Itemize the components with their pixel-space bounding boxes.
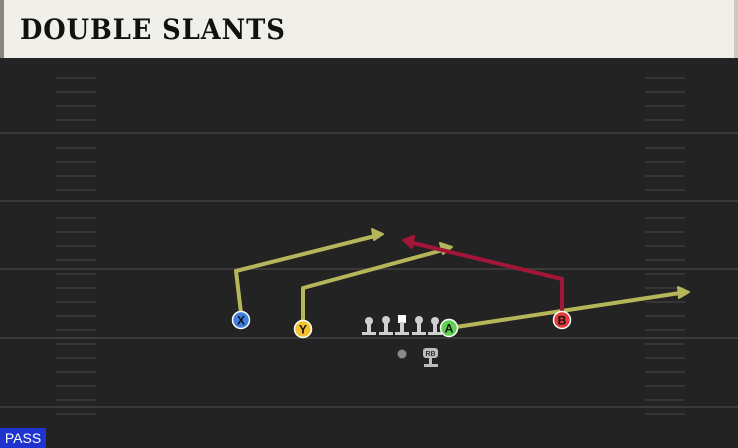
route-a-flat: [455, 291, 681, 329]
offensive-line: [362, 315, 442, 335]
header-banner: [0, 0, 738, 58]
receiver-a[interactable]: A: [439, 318, 459, 338]
hash-marks-left: [56, 77, 96, 415]
play-type-badge: PASS: [0, 428, 46, 448]
receiver-a-label: A: [445, 322, 454, 336]
route-y-slant: [301, 248, 444, 322]
hash-marks-right: [645, 77, 685, 415]
route-x-slant: [234, 234, 376, 314]
route-a-arrowhead: [677, 286, 690, 299]
receiver-b[interactable]: B: [552, 310, 572, 330]
route-b-arrowhead: [402, 235, 415, 249]
receiver-x-label: X: [237, 314, 245, 328]
field-background: [0, 60, 738, 448]
receiver-y-label: Y: [299, 323, 307, 337]
lineman-icon: [412, 316, 426, 335]
center-icon: [395, 315, 409, 335]
play-title: DOUBLE SLANTS: [20, 13, 286, 46]
play-header: DOUBLE SLANTS: [0, 0, 738, 60]
quarterback-dot: [397, 349, 407, 359]
running-back-icon: RB: [423, 348, 438, 367]
lineman-icon: [428, 317, 442, 335]
header-accent: [0, 0, 4, 58]
receiver-b-label: B: [558, 314, 567, 328]
routes: [234, 228, 690, 329]
receiver-x[interactable]: X: [231, 310, 251, 330]
receiver-y[interactable]: Y: [293, 319, 313, 339]
lineman-icon: [379, 316, 393, 335]
route-x-arrowhead: [371, 228, 384, 241]
running-back-label: RB: [425, 351, 435, 358]
route-b-slant: [412, 241, 564, 312]
lineman-icon: [362, 317, 376, 335]
